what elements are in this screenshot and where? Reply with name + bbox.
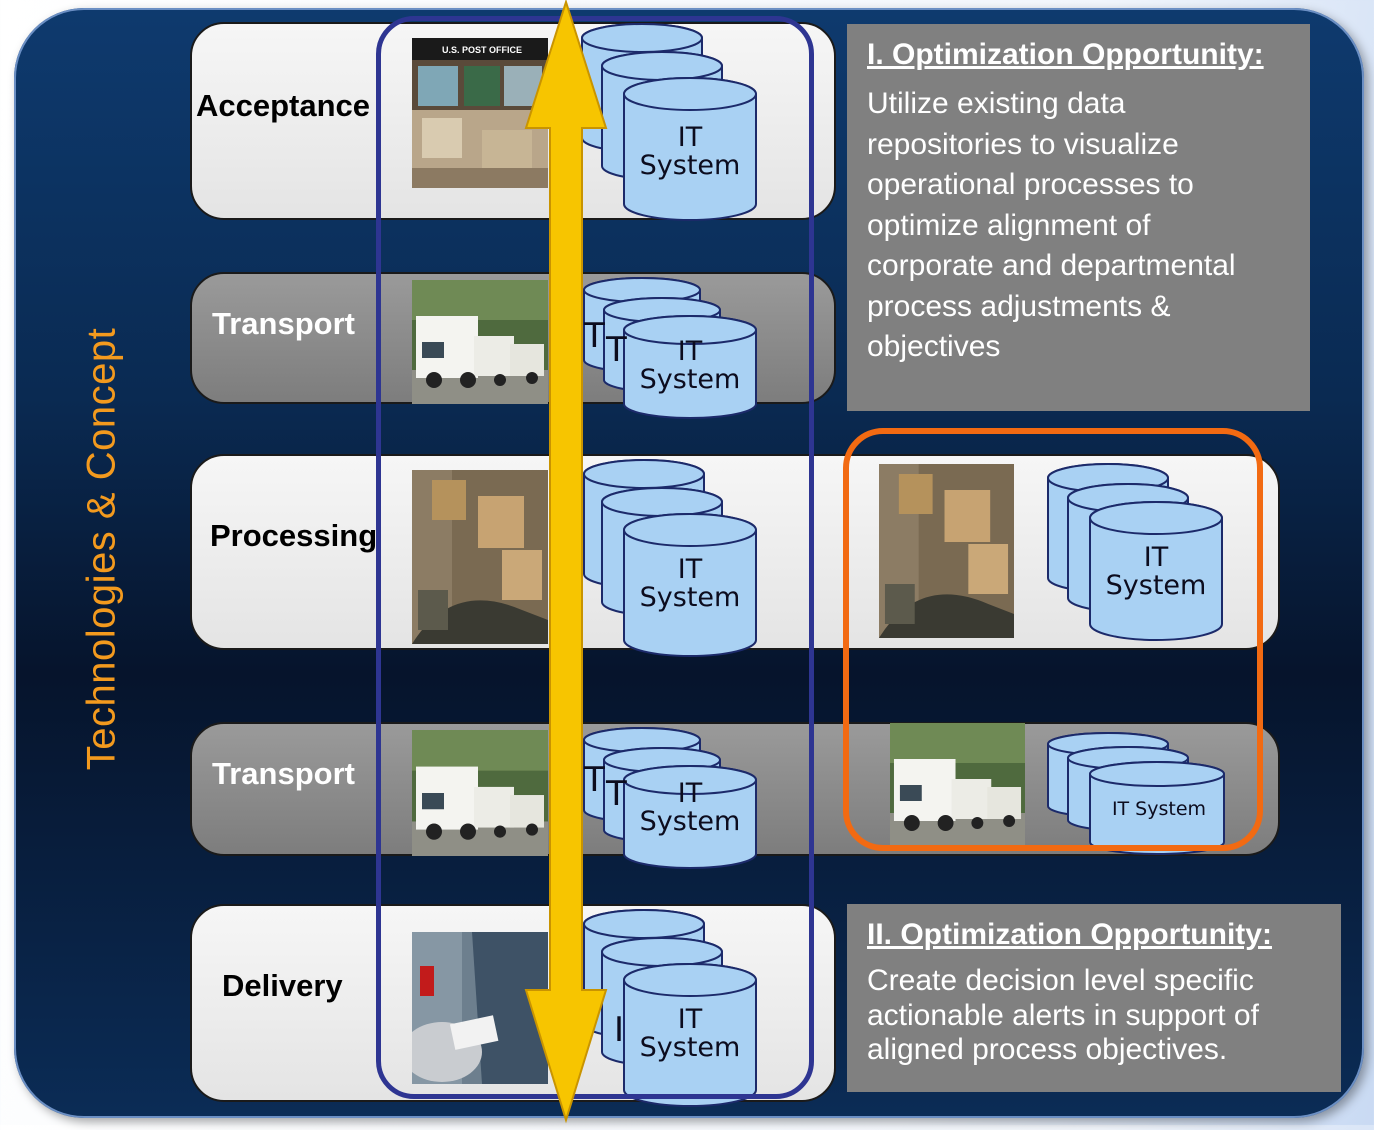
it-peek-label-transport-2: T	[584, 760, 605, 800]
conveyor-photo-2	[879, 464, 1014, 638]
double-arrow-icon	[524, 0, 608, 1130]
row-label-acceptance: Acceptance	[196, 88, 371, 123]
post-office-photo: U.S. POST OFFICE	[412, 38, 548, 188]
it-peek-label-transport-2b: T	[606, 774, 627, 814]
database-cylinder-icon	[583, 459, 757, 657]
it-system-stack-processing	[580, 458, 770, 658]
mail-truck-photo-3	[890, 723, 1025, 847]
database-cylinder-icon	[583, 909, 757, 1107]
row-label-transport-1: Transport	[212, 306, 355, 341]
opportunity-2-box: II. Optimization Opportunity: Create dec…	[847, 904, 1341, 1092]
it-system-stack-delivery	[580, 908, 770, 1108]
opportunity-1-body: Utilize existing data repositories to vi…	[867, 87, 1236, 363]
it-system-stack-transport-2	[580, 726, 770, 869]
blue-highlight-frame	[376, 16, 814, 1099]
row-label-delivery: Delivery	[222, 968, 343, 1003]
side-title: Technologies & Concept	[79, 327, 124, 771]
opportunity-1-title: I. Optimization Opportunity:	[867, 38, 1264, 71]
it-system-stack-acceptance	[580, 22, 770, 222]
it-system-stack-right-transport	[1046, 732, 1236, 862]
database-cylinder-icon	[1047, 463, 1223, 641]
database-cylinder-icon	[583, 277, 757, 419]
opportunity-2-title: II. Optimization Opportunity:	[867, 918, 1272, 951]
post-office-sign: U.S. POST OFFICE	[442, 45, 522, 55]
row-label-processing: Processing	[210, 518, 378, 553]
mail-carrier-photo	[412, 932, 548, 1084]
conveyor-photo-1	[412, 470, 548, 644]
it-system-stack-transport-1	[580, 276, 770, 419]
opportunity-2-body: Create decision level specific actionabl…	[867, 964, 1259, 1066]
row-label-transport-2: Transport	[212, 756, 355, 791]
mail-truck-photo-1	[412, 280, 548, 404]
it-system-stack-right-processing	[1046, 462, 1236, 652]
it-system-label-right-transport: IT System	[1111, 798, 1207, 820]
it-peek-label-transport-1: T	[584, 316, 605, 356]
database-cylinder-icon	[583, 727, 757, 869]
opportunity-1-box: I. Optimization Opportunity: Utilize exi…	[847, 24, 1310, 411]
orange-highlight-frame	[843, 428, 1263, 851]
it-peek-label-transport-1b: T	[606, 330, 627, 370]
mail-truck-photo-2	[412, 730, 548, 856]
database-cylinder-icon	[1047, 732, 1225, 855]
it-peek-label-delivery: I	[614, 1010, 625, 1050]
database-cylinder-icon	[581, 23, 757, 221]
